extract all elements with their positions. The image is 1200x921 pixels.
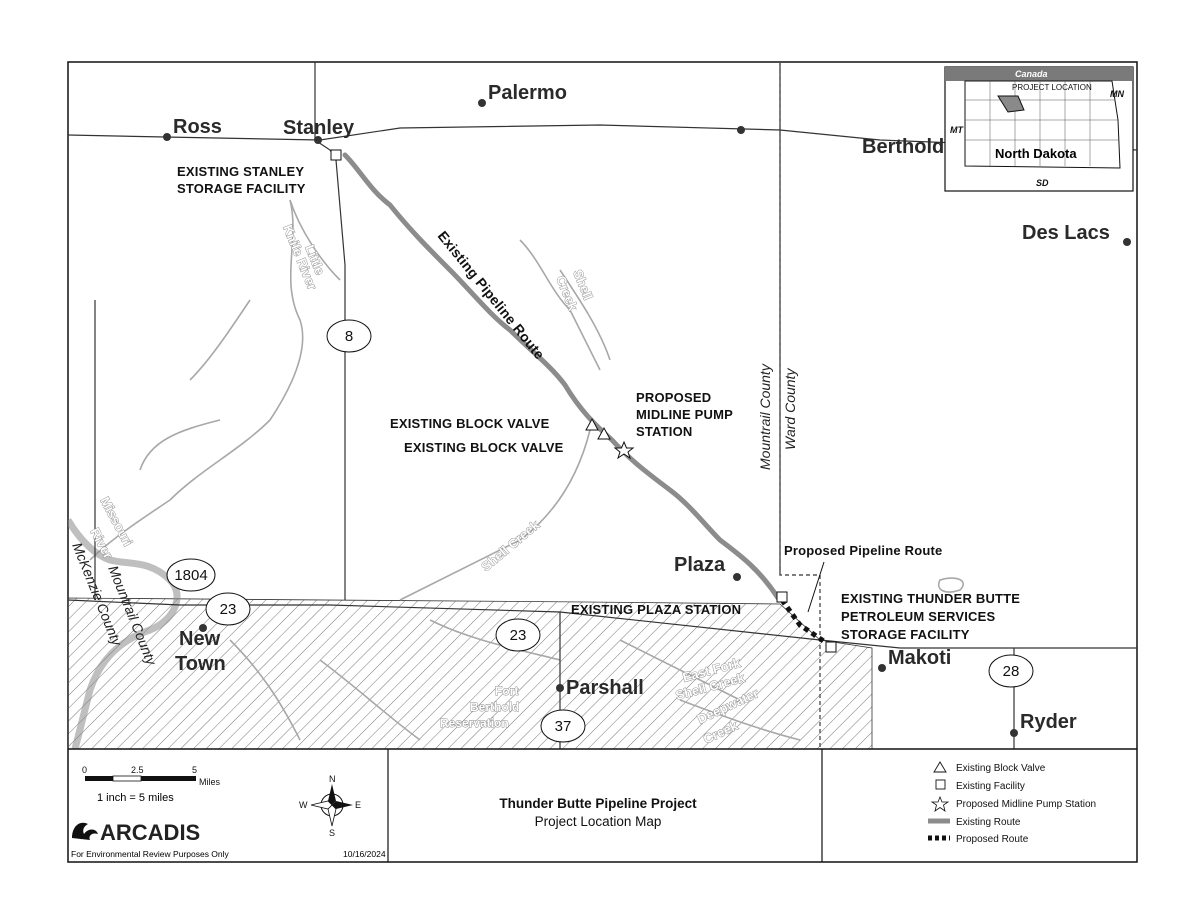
inset-locator-map: Canada PROJECT LOCATION MN MT North Dako…	[944, 66, 1134, 192]
inset-state-label: North Dakota	[995, 146, 1077, 161]
town-new-town-line2: Town	[175, 653, 226, 675]
svg-text:2.5: 2.5	[131, 765, 144, 775]
svg-text:37: 37	[555, 718, 572, 735]
town-ryder: Ryder	[1020, 711, 1077, 733]
town-new-town-line1: New	[179, 628, 221, 650]
scale-ratio: 1 inch = 5 miles	[97, 792, 174, 804]
town-plaza: Plaza	[674, 554, 726, 576]
svg-text:0: 0	[82, 765, 87, 775]
reservation-label-2: Berthold	[470, 700, 519, 714]
inset-mn-label: MN	[1110, 89, 1124, 99]
highway-28-shield: 28	[988, 654, 1034, 688]
compass-rose-icon: N S E W	[299, 774, 361, 838]
map-subtitle: Project Location Map	[535, 814, 662, 829]
disclaimer-text: For Environmental Review Purposes Only	[71, 849, 230, 859]
legend-pump-station-icon	[930, 795, 950, 812]
map-date: 10/16/2024	[343, 849, 386, 859]
town-palermo: Palermo	[488, 82, 567, 104]
inset-canada-label: Canada	[1015, 69, 1048, 79]
reservation-label-3: Reservation	[440, 716, 509, 730]
proposed-route-leader	[807, 561, 825, 613]
legend-block-valve: Existing Block Valve	[956, 763, 1046, 774]
stanley-facility-label-1: EXISTING STANLEY	[177, 164, 304, 179]
existing-route-line	[342, 152, 781, 601]
block-valve-1-label: EXISTING BLOCK VALVE	[390, 416, 550, 431]
svg-text:1804: 1804	[174, 567, 207, 584]
svg-text:5: 5	[192, 765, 197, 775]
county-line	[779, 62, 821, 749]
block-valve-2-symbol	[597, 426, 611, 440]
thunder-butte-facility-symbol	[825, 641, 837, 653]
inset-project-location-label: PROJECT LOCATION	[1012, 83, 1092, 92]
legend-facility-icon	[935, 779, 946, 790]
ward-county-label: Ward County	[782, 368, 798, 450]
proposed-route-line	[779, 598, 830, 647]
plaza-station-label: EXISTING PLAZA STATION	[571, 602, 741, 617]
legend-pump-station: Proposed Midline Pump Station	[956, 799, 1096, 810]
inset-mt-label: MT	[950, 125, 964, 135]
stanley-facility-symbol	[330, 149, 342, 161]
svg-text:ARCADIS: ARCADIS	[100, 820, 200, 845]
town-makoti: Makoti	[888, 647, 951, 669]
svg-text:8: 8	[345, 328, 353, 345]
water-features	[89, 199, 965, 741]
svg-text:S: S	[329, 828, 335, 838]
legend-existing-route: Existing Route	[956, 817, 1021, 828]
town-stanley: Stanley	[283, 117, 355, 139]
legend: Existing Block Valve Existing Facility P…	[928, 761, 1096, 845]
highway-23-east-shield: 23	[495, 618, 541, 652]
legend-facility: Existing Facility	[956, 781, 1025, 792]
missouri-river	[68, 518, 181, 749]
map-title: Thunder Butte Pipeline Project	[499, 796, 697, 811]
midline-pump-symbol	[613, 440, 635, 460]
highway-8-shield: 8	[326, 319, 372, 353]
reservation-label-1: Fort	[495, 684, 518, 698]
reservation-area	[68, 597, 873, 749]
highway-23-west-shield: 23	[205, 592, 251, 626]
svg-text:E: E	[355, 800, 361, 810]
highway-1804-shield: 1804	[166, 558, 216, 592]
legend-proposed-route: Proposed Route	[956, 834, 1029, 845]
proposed-route-label: Proposed Pipeline Route	[784, 543, 942, 558]
svg-text:W: W	[299, 800, 308, 810]
inset-project-location	[997, 95, 1025, 113]
svg-text:23: 23	[510, 627, 527, 644]
arcadis-logo: ARCADIS	[72, 820, 200, 845]
scale-bar: 0 2.5 5 Miles 1 inch = 5 miles	[82, 765, 221, 804]
town-parshall: Parshall	[566, 677, 644, 699]
midline-pump-label-3: STATION	[636, 424, 693, 439]
thunder-butte-label-1: EXISTING THUNDER BUTTE	[841, 591, 1020, 606]
highway-37-shield: 37	[540, 709, 586, 743]
legend-block-valve-icon	[933, 761, 947, 773]
midline-pump-label-1: PROPOSED	[636, 390, 711, 405]
town-berthold: Berthold	[862, 136, 944, 158]
thunder-butte-label-2: PETROLEUM SERVICES	[841, 609, 995, 624]
town-dots	[163, 99, 1131, 737]
svg-text:28: 28	[1003, 663, 1020, 680]
svg-text:Miles: Miles	[199, 777, 221, 787]
plaza-station-symbol	[776, 591, 788, 603]
inset-sd-label: SD	[1036, 178, 1049, 188]
midline-pump-label-2: MIDLINE PUMP	[636, 407, 733, 422]
thunder-butte-label-3: STORAGE FACILITY	[841, 627, 970, 642]
block-valve-2-label: EXISTING BLOCK VALVE	[404, 440, 564, 455]
svg-text:23: 23	[220, 601, 237, 618]
stanley-facility-label-2: STORAGE FACILITY	[177, 181, 306, 196]
block-valve-1-symbol	[585, 417, 599, 431]
town-ross: Ross	[173, 116, 222, 138]
svg-text:N: N	[329, 774, 336, 784]
mountrail-county-label: Mountrail County	[757, 363, 773, 470]
town-des-lacs: Des Lacs	[1022, 222, 1110, 244]
